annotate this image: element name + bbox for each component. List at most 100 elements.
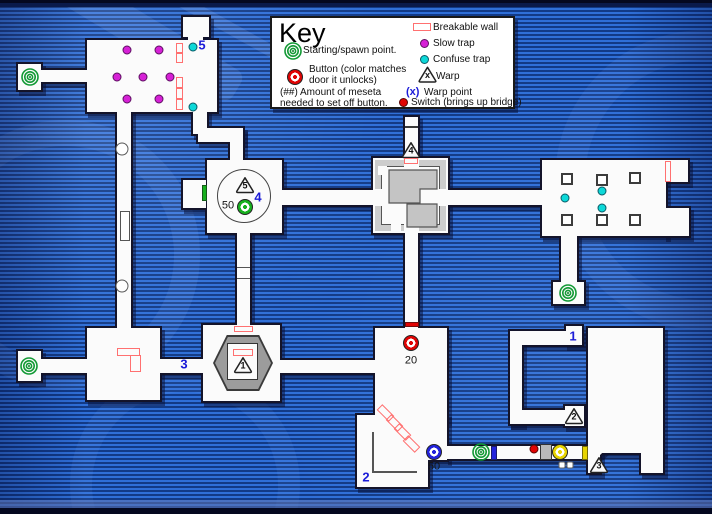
breakable-marker xyxy=(176,99,183,110)
slow-trap-marker xyxy=(122,94,132,104)
button-icon xyxy=(287,69,303,85)
warp-point-marker: 4 xyxy=(254,189,262,205)
slow-trap-marker xyxy=(165,72,175,82)
spawn-marker xyxy=(20,67,40,87)
breakable-marker xyxy=(117,348,140,356)
confuse-trap-marker xyxy=(188,102,198,112)
corridor xyxy=(41,70,87,82)
warp-point-marker: 5 xyxy=(198,37,206,53)
warp-marker: 4 xyxy=(401,142,421,159)
ledge-wall xyxy=(372,432,417,473)
breakable-wall-icon xyxy=(413,23,431,31)
key-button-label: Button (color matches xyxy=(309,64,407,75)
key-button-label2: door it unlocks) xyxy=(309,75,377,86)
spawn-icon xyxy=(283,41,303,66)
key-confuse-label: Confuse trap xyxy=(433,54,491,65)
key-breakable-label: Breakable wall xyxy=(433,22,499,33)
button-marker xyxy=(552,444,568,460)
corridor xyxy=(280,360,376,373)
breakable-marker xyxy=(176,53,183,63)
button-marker xyxy=(426,444,442,460)
room-two-lower xyxy=(357,460,428,487)
corridor xyxy=(41,359,87,373)
confuse-trap-marker xyxy=(560,193,570,203)
spawn-marker xyxy=(19,356,39,376)
key-meseta-note2: needed to set off button. xyxy=(280,98,388,109)
breakable-marker xyxy=(233,349,253,356)
room-breakwall xyxy=(87,328,160,400)
warp-point-marker: 2 xyxy=(362,469,370,485)
slow-trap-marker xyxy=(154,45,164,55)
confuse-trap-icon xyxy=(420,55,429,64)
warp-marker: 5 xyxy=(235,177,255,194)
slow-trap-marker xyxy=(138,72,148,82)
corridor xyxy=(188,34,203,44)
spawn-marker xyxy=(471,442,491,462)
corridor xyxy=(230,130,243,164)
center-room-blocks xyxy=(388,169,438,228)
breakable-marker xyxy=(176,77,183,88)
door-marker xyxy=(491,446,497,460)
meseta-marker: 20 xyxy=(404,354,418,367)
center-room-gap-right xyxy=(437,189,446,206)
corridor xyxy=(160,359,204,373)
map-key: Key Starting/spawn point. Button (color … xyxy=(270,16,522,109)
breakable-marker xyxy=(404,158,418,164)
breakable-marker xyxy=(176,43,183,53)
confuse-trap-marker xyxy=(188,42,198,52)
warp-point-marker: 3 xyxy=(180,356,188,372)
confuse-trap-marker xyxy=(597,203,607,213)
corridor xyxy=(282,190,374,205)
corridor xyxy=(405,232,418,328)
uloop-top xyxy=(510,331,581,345)
uloop-bottom xyxy=(510,410,582,424)
warp-point-1-box xyxy=(566,326,582,345)
room-top-nub xyxy=(183,17,209,37)
warp-marker: 3 xyxy=(589,457,609,474)
key-switch-label: Switch (brings up bridge) xyxy=(411,97,522,108)
confuse-trap-marker xyxy=(597,186,607,196)
meseta-marker: 50 xyxy=(221,199,235,212)
door-marker xyxy=(202,185,207,201)
corridor xyxy=(561,236,577,284)
switch-marker xyxy=(529,444,539,454)
room-green-door xyxy=(183,180,206,208)
pillar-marker xyxy=(561,173,573,185)
breakable-marker xyxy=(234,326,253,332)
pillar-marker xyxy=(629,214,641,226)
pillar-marker xyxy=(629,172,641,184)
key-meseta-note: (##) Amount of meseta xyxy=(280,87,382,98)
meseta-marker: 50 xyxy=(427,460,441,473)
warp-point-marker: 1 xyxy=(569,328,577,344)
warp-icon: x xyxy=(418,66,437,83)
room-bottomright-nub xyxy=(641,453,663,473)
uloop-left xyxy=(510,331,522,424)
warp-point-icon: (x) xyxy=(406,86,420,98)
pillar-marker xyxy=(561,214,573,226)
bridge-dot-marker xyxy=(566,461,574,469)
key-warp-point-label: Warp point xyxy=(424,87,472,98)
switch-icon xyxy=(399,98,408,107)
bridge-dot-marker xyxy=(558,461,566,469)
button-marker xyxy=(237,199,253,215)
room-slow-traps xyxy=(87,40,217,112)
gate-line-marker xyxy=(405,126,418,128)
bridge-marker xyxy=(540,444,552,460)
gate-lines-marker xyxy=(237,267,250,279)
center-room-notch xyxy=(378,166,387,175)
corridor xyxy=(237,233,250,328)
breakable-marker xyxy=(130,355,141,372)
gate-circle-marker xyxy=(115,279,129,293)
circle-chamber-outline xyxy=(217,169,271,223)
key-slow-label: Slow trap xyxy=(433,38,475,49)
gate-circle-marker xyxy=(115,142,129,156)
corridor xyxy=(448,190,543,205)
slow-trap-icon xyxy=(420,39,429,48)
slow-trap-marker xyxy=(154,94,164,104)
door-marker xyxy=(582,446,588,460)
key-title: Key xyxy=(279,18,326,48)
key-spawn-label: Starting/spawn point. xyxy=(303,45,397,56)
gate-rect-marker xyxy=(120,211,130,241)
button-marker xyxy=(403,335,419,351)
